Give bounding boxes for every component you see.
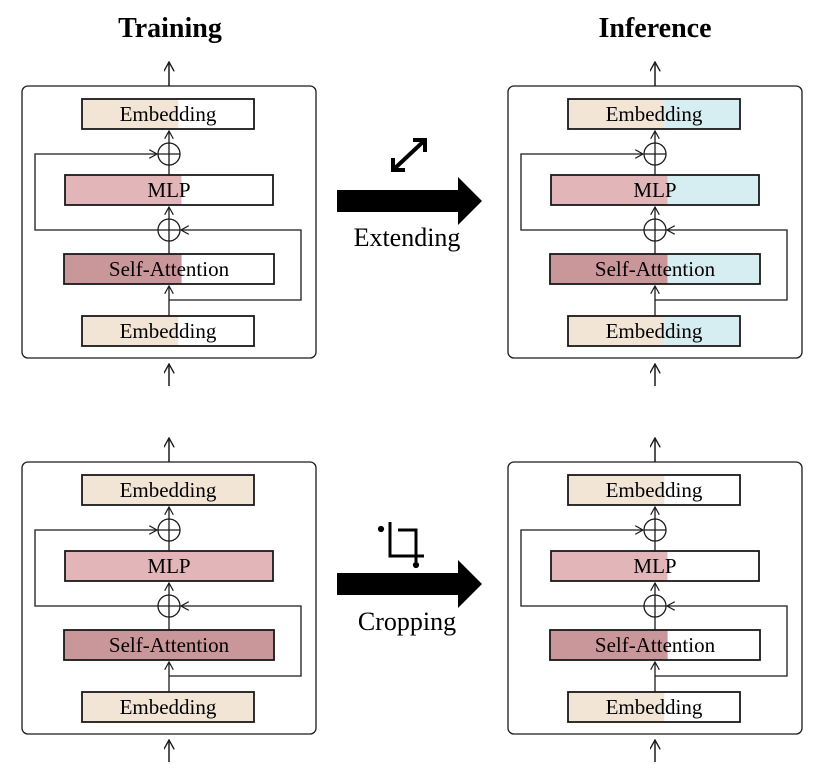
embedding-bottom-fill bbox=[82, 316, 179, 346]
mlp-label: MLP bbox=[633, 554, 676, 578]
embedding-bottom-fill bbox=[568, 316, 665, 346]
mlp-extension-fill bbox=[667, 175, 759, 205]
self-attention-label: Self-Attention bbox=[595, 257, 716, 281]
embedding-bottom-fill bbox=[82, 692, 254, 722]
embedding-bottom-label: Embedding bbox=[606, 695, 703, 719]
inference-title: Inference bbox=[599, 13, 712, 44]
mlp-block: MLP bbox=[64, 550, 274, 582]
residual-connection bbox=[169, 230, 302, 301]
embedding-bottom-fill bbox=[568, 692, 665, 722]
add-node-icon bbox=[643, 594, 667, 618]
extending-arrow bbox=[337, 177, 482, 225]
embedding-top-fill bbox=[568, 99, 665, 129]
embedding-top-label: Embedding bbox=[120, 102, 217, 126]
expand-diagonal-icon bbox=[391, 138, 427, 172]
embedding-bottom-block: Embedding bbox=[81, 315, 255, 347]
self-attention-fill bbox=[64, 630, 274, 660]
add-node-icon bbox=[157, 518, 181, 542]
self-attention-block: Self-Attention bbox=[549, 253, 761, 285]
embedding-top-label: Embedding bbox=[606, 478, 703, 502]
add-node-icon bbox=[643, 142, 667, 166]
mlp-label: MLP bbox=[147, 554, 190, 578]
self-attention-block: Self-Attention bbox=[63, 629, 275, 661]
mlp-label: MLP bbox=[147, 178, 190, 202]
extending-transition: Extending bbox=[337, 138, 482, 252]
add-node-icon bbox=[157, 218, 181, 242]
embedding-top-block: Embedding bbox=[567, 474, 741, 506]
residual-connection bbox=[169, 606, 302, 677]
embedding-bottom-block: Embedding bbox=[567, 691, 741, 723]
add-node-icon bbox=[157, 594, 181, 618]
self-attention-extension-fill bbox=[667, 254, 760, 284]
self-attention-fill bbox=[550, 254, 668, 284]
residual-connection bbox=[655, 230, 788, 301]
embedding-bottom-extension-fill bbox=[664, 316, 740, 346]
embedding-bottom-block: Embedding bbox=[567, 315, 741, 347]
add-node-icon bbox=[157, 142, 181, 166]
embedding-top-fill bbox=[568, 475, 665, 505]
self-attention-fill bbox=[64, 254, 182, 284]
add-node-icon bbox=[643, 518, 667, 542]
cropping-arrow bbox=[337, 560, 482, 608]
mlp-block: MLP bbox=[64, 174, 274, 206]
mlp-fill bbox=[65, 175, 182, 205]
embedding-top-fill bbox=[82, 99, 179, 129]
crop-icon bbox=[377, 522, 424, 569]
embedding-bottom-label: Embedding bbox=[120, 695, 217, 719]
embedding-bottom-block: Embedding bbox=[81, 691, 255, 723]
self-attention-label: Self-Attention bbox=[595, 633, 716, 657]
embedding-top-block: Embedding bbox=[81, 474, 255, 506]
embedding-top-label: Embedding bbox=[606, 102, 703, 126]
add-node-icon bbox=[643, 218, 667, 242]
self-attention-block: Self-Attention bbox=[549, 629, 761, 661]
residual-connection bbox=[520, 530, 655, 607]
mlp-label: MLP bbox=[633, 178, 676, 202]
cropping-label: Cropping bbox=[358, 607, 456, 636]
embedding-top-label: Embedding bbox=[120, 478, 217, 502]
mlp-block: MLP bbox=[550, 174, 760, 206]
mlp-fill bbox=[65, 551, 273, 581]
embedding-bottom-label: Embedding bbox=[120, 319, 217, 343]
embedding-top-fill bbox=[82, 475, 254, 505]
embedding-top-extension-fill bbox=[664, 99, 740, 129]
embedding-bottom-label: Embedding bbox=[606, 319, 703, 343]
residual-connection bbox=[34, 154, 169, 231]
self-attention-label: Self-Attention bbox=[109, 633, 230, 657]
mlp-fill bbox=[551, 175, 668, 205]
residual-connection bbox=[520, 154, 655, 231]
cropping-transition: Cropping bbox=[337, 522, 482, 636]
training-title: Training bbox=[118, 13, 222, 44]
extending-label: Extending bbox=[354, 223, 461, 252]
mlp-fill bbox=[551, 551, 668, 581]
mlp-block: MLP bbox=[550, 550, 760, 582]
residual-connection bbox=[655, 606, 788, 677]
embedding-top-block: Embedding bbox=[81, 98, 255, 130]
residual-connection bbox=[34, 530, 169, 607]
self-attention-label: Self-Attention bbox=[109, 257, 230, 281]
self-attention-block: Self-Attention bbox=[63, 253, 275, 285]
self-attention-fill bbox=[550, 630, 668, 660]
embedding-top-block: Embedding bbox=[567, 98, 741, 130]
